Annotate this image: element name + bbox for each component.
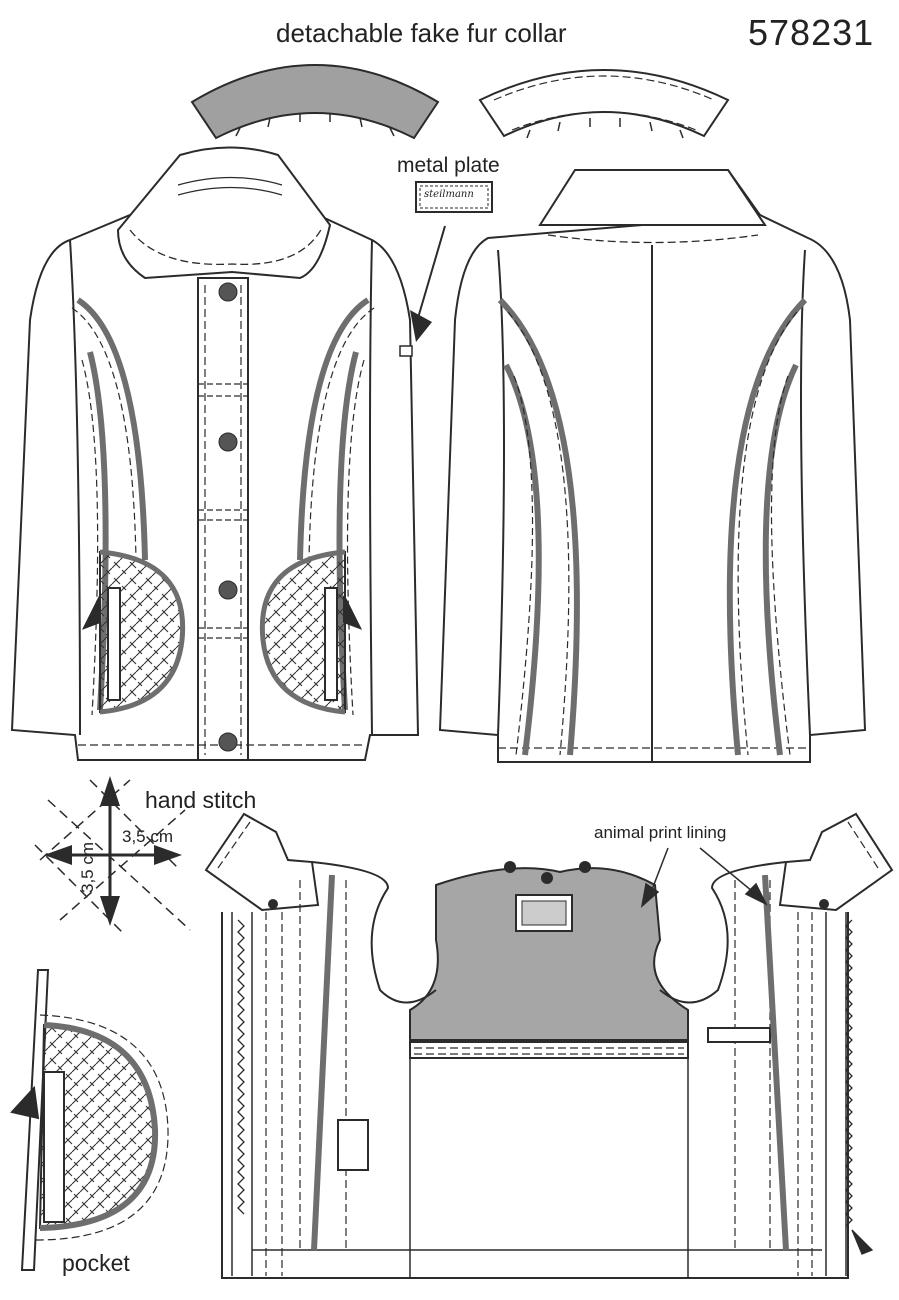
front-piping-stitch [71,307,375,716]
jacket-front [10,146,420,761]
lining-arrows [640,847,768,908]
hand-stitch-diagram [34,776,191,936]
interior-piping [311,874,789,1251]
article-number: 578231 [748,12,875,53]
dimension-horizontal: 3,5 cm [122,827,174,846]
front-pockets [81,549,363,715]
back-piping-stitch [507,311,798,756]
drawing-title: detachable fake fur collar [276,18,567,48]
fur-collar-outline [478,69,730,139]
dimension-vertical: 3,5 cm [78,841,97,893]
back-piping [497,297,808,756]
pocket-label: pocket [62,1250,130,1276]
plate-brand-text: steilmann [424,189,474,200]
metal-plate-label: metal plate [397,154,500,177]
metal-plate-detail [410,181,493,342]
zipper-teeth [237,919,874,1255]
fur-collar-grey [190,64,440,140]
hand-stitch-label: hand stitch [145,787,257,813]
interior-buttons [268,861,829,909]
front-buttons [218,282,238,752]
lining-label: animal print lining [594,823,727,842]
jacket-interior [204,812,894,1279]
jacket-back [438,169,867,763]
pocket-detail [10,969,169,1271]
